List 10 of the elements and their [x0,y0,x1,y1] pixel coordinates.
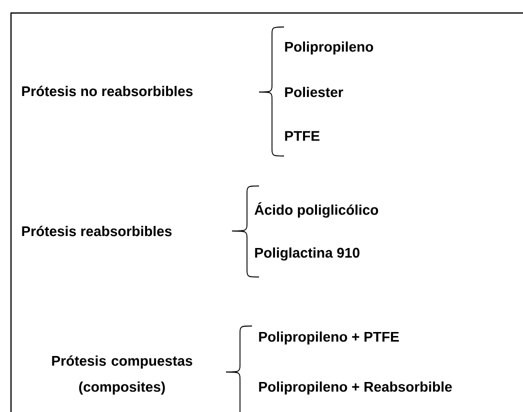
item-label: Poliester [285,86,344,98]
item-label: Polipropileno + PTFE [259,331,399,344]
item-label: Ácido poliglicólico [254,202,378,218]
item-label: PTFE [285,131,320,141]
item-label: Polipropileno [285,41,374,55]
category-label: Prótesis reabsorbibles [22,226,172,236]
category-label: Prótesis no reabsorbibles [22,86,193,96]
item-label: Poliglactina 910 [255,247,360,261]
item-label: Polipropileno + Reabsorbible [259,381,452,394]
category-label: Prótesis compuestas (composites) [52,355,192,395]
